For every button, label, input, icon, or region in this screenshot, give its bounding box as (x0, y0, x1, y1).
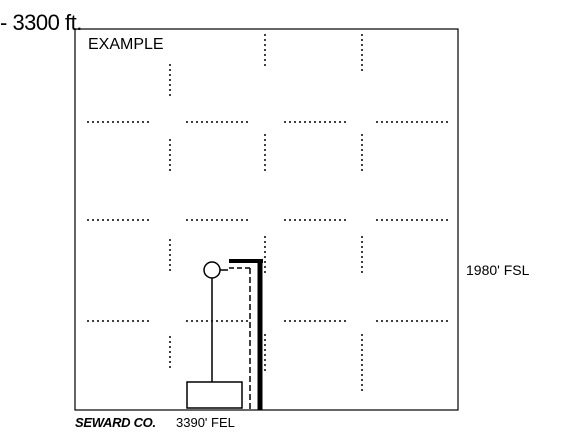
well-circle-icon (203, 261, 221, 279)
fsl-label: 1980' FSL (466, 262, 530, 278)
county-label: SEWARD CO. (75, 415, 156, 430)
dotted-grid-vertical (169, 34, 363, 396)
lease-rectangle (186, 381, 243, 409)
fel-label: 3390' FEL (176, 415, 235, 430)
example-label: EXAMPLE (88, 36, 164, 53)
section-boundary (74, 28, 459, 411)
dotted-grid-horizontal (87, 121, 451, 322)
distance-label: - 3300 ft. (0, 10, 82, 35)
